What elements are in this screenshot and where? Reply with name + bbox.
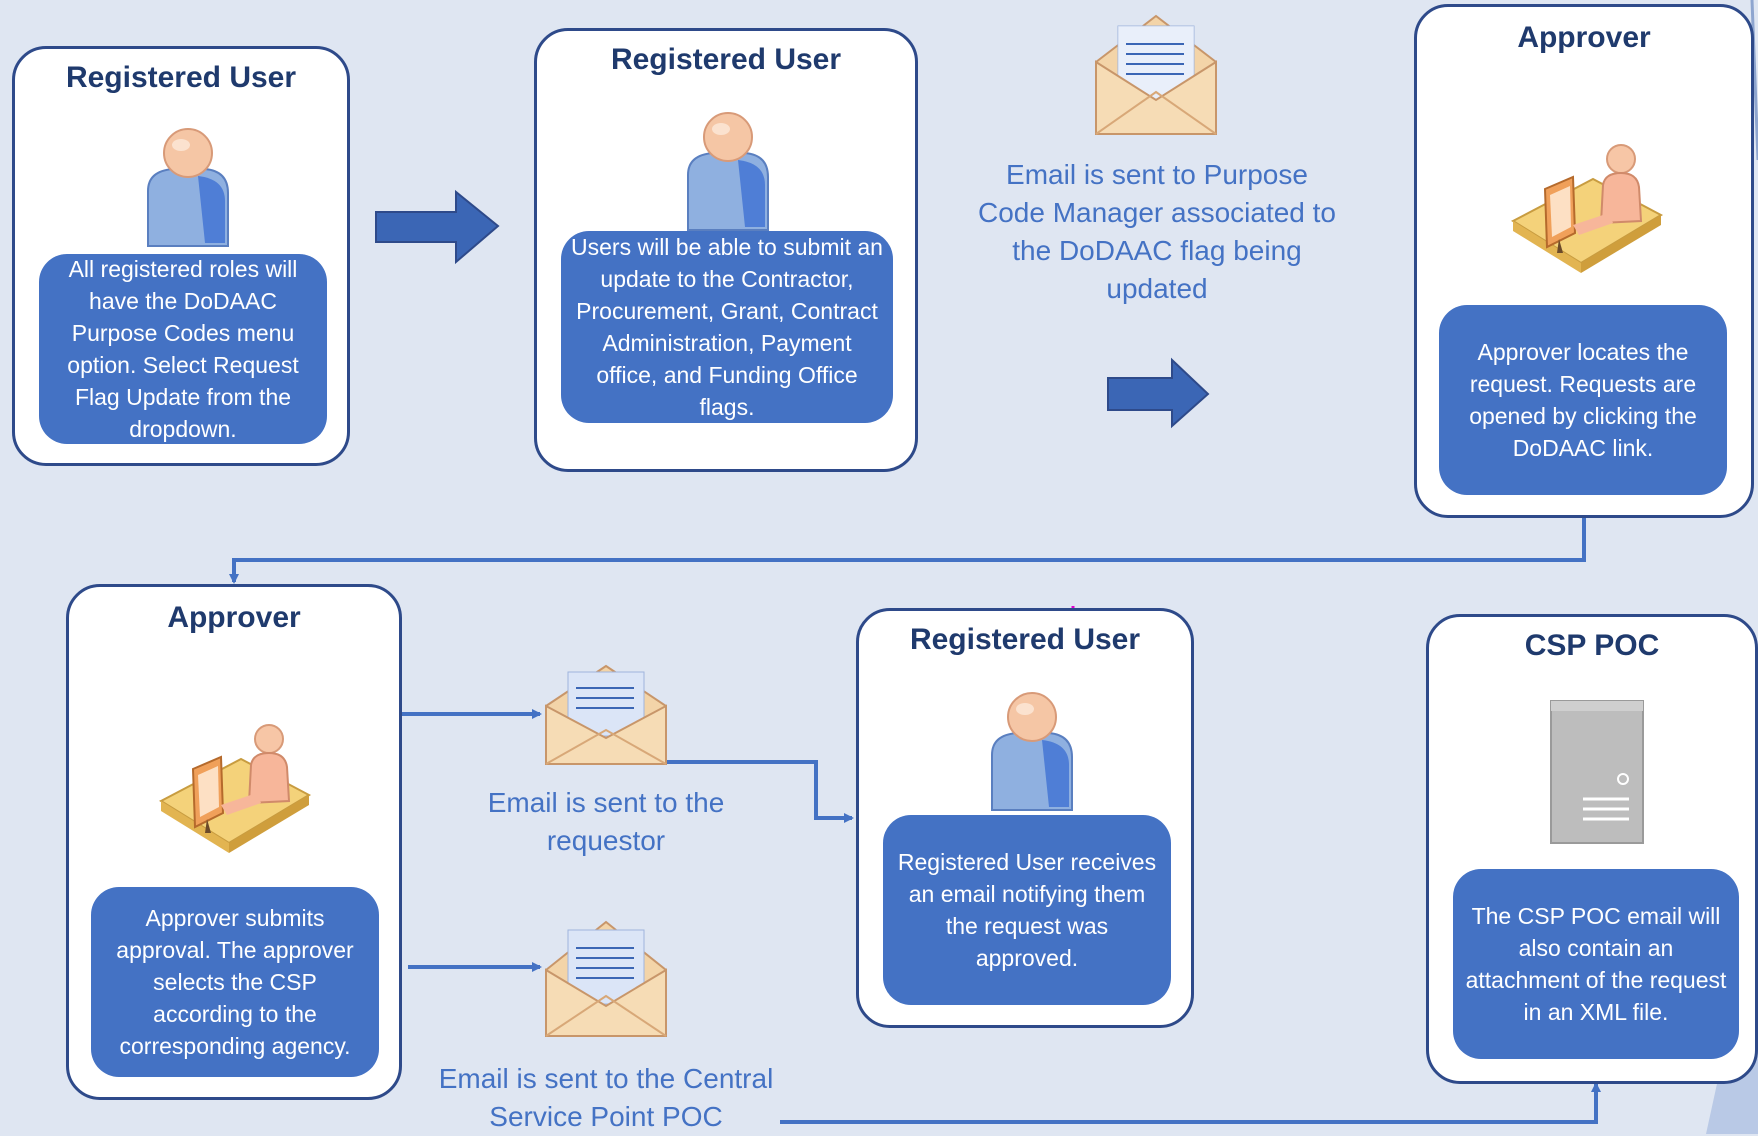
user-icon <box>687 112 769 231</box>
arrow-right-icon <box>1107 357 1210 429</box>
user-icon <box>147 128 229 247</box>
card-title: Registered User <box>65 61 297 94</box>
step-description: Registered User receives an email notify… <box>883 815 1171 1005</box>
card-title: Approver <box>167 601 301 634</box>
step-card-csp-poc: CSP POC The CSP POC email will also cont… <box>1426 614 1758 1084</box>
card-title: Approver <box>1517 21 1651 54</box>
step-description: Approver locates the request. Requests a… <box>1439 305 1727 495</box>
connector-email-csp-to-csp-poc <box>780 1082 1601 1124</box>
note-email-requestor: Email is sent to the requestor <box>487 787 725 856</box>
computer-user-icon <box>1510 144 1664 273</box>
note-email-csp: Email is sent to the Central Service Poi… <box>438 1063 774 1132</box>
step-card-registered-user-3: Registered User Registered User receives… <box>856 608 1194 1028</box>
computer-user-icon <box>158 724 312 853</box>
arrow-right-icon <box>375 189 500 265</box>
step-description: All registered roles will have the DoDAA… <box>39 254 327 444</box>
step-description: Approver submits approval. The approver … <box>91 887 379 1077</box>
envelope-icon <box>545 920 667 1037</box>
connector-email-to-registered-user <box>666 760 854 823</box>
card-title: Registered User <box>909 623 1141 656</box>
connector-approver-to-approver <box>229 518 1586 584</box>
envelope-icon <box>1095 14 1217 135</box>
card-title: Registered User <box>610 43 842 76</box>
note-email-manager: Email is sent to Purpose Code Manager as… <box>978 159 1336 304</box>
step-card-registered-user-1: Registered User All registered roles wil… <box>12 46 350 466</box>
server-icon <box>1550 700 1644 844</box>
step-card-registered-user-2: Registered User Users will be able to su… <box>534 28 918 472</box>
step-description: Users will be able to submit an update t… <box>561 231 893 423</box>
envelope-icon <box>545 664 667 765</box>
step-card-approver-1: Approver Approver locates the request. R… <box>1414 4 1754 518</box>
card-title: CSP POC <box>1524 629 1660 662</box>
decorative-edge-line <box>1750 0 1758 161</box>
step-card-approver-2: Approver Approver submits approval. The … <box>66 584 402 1100</box>
step-description: The CSP POC email will also contain an a… <box>1453 869 1739 1059</box>
user-icon <box>991 692 1073 811</box>
